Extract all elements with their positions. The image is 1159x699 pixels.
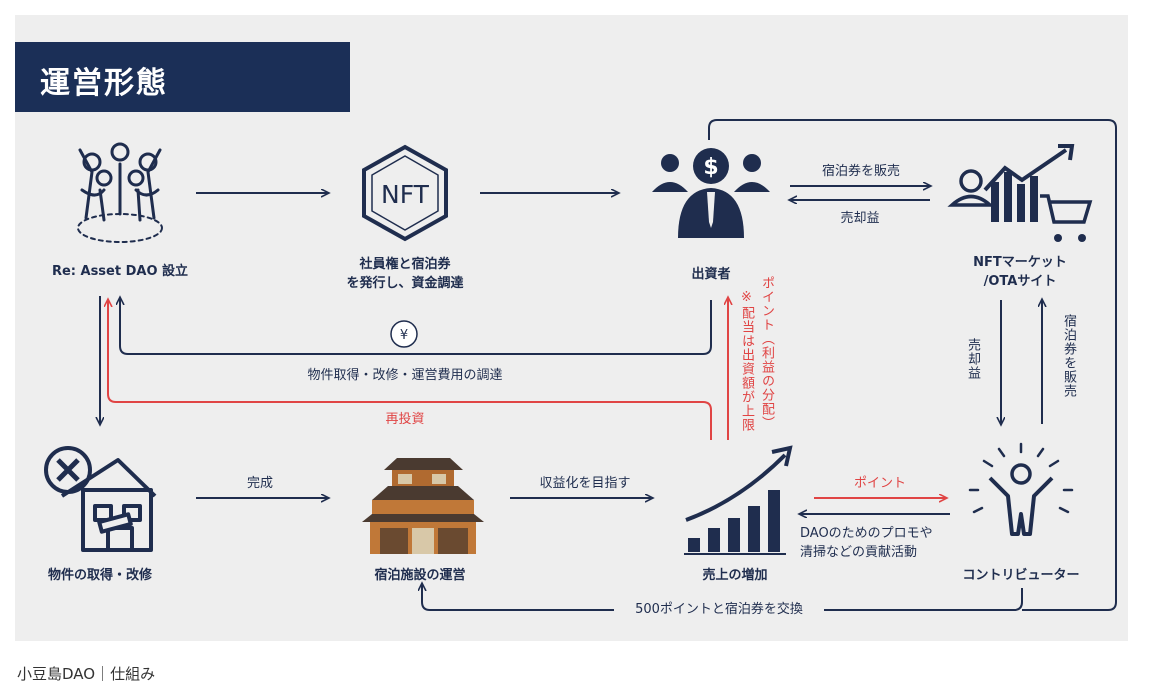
nft-market-icon: [947, 144, 1093, 242]
arrow-reinvest-loop: [108, 300, 712, 440]
edge-points-dividend-label: ポイント（利益の分配）: [759, 276, 774, 430]
japanese-inn-icon: [362, 458, 484, 554]
people-circle-icon: [77, 142, 163, 243]
edge-reinvest-label: 再投資: [385, 412, 425, 427]
nft-badge-text: NFT: [381, 180, 430, 209]
title-bar: [15, 42, 350, 112]
sales-growth-icon: [684, 445, 793, 555]
yen-symbol: ¥: [400, 328, 408, 343]
edge-funding-label: 物件取得・改修・運営費用の調達: [307, 368, 503, 383]
node-property-label: 物件の取得・改修: [47, 568, 152, 583]
page-title: 運営形態: [40, 66, 168, 101]
property-house-icon: [44, 446, 157, 552]
edge-exchange-label: 500ポイントと宿泊券を交換: [614, 600, 824, 619]
edge-dividend-note-label: ※配当は出資額が上限: [739, 290, 754, 432]
edge-aim-profit-label: 収益化を目指す: [539, 476, 631, 491]
node-sales-label: 売上の増加: [702, 568, 768, 583]
dollar-icon: $: [703, 155, 718, 180]
edge-sale-profit-label: 売却益: [840, 211, 880, 226]
arrow-funding-loop: [120, 298, 712, 355]
yen-icon: ¥: [390, 320, 418, 348]
node-dao-label: Re: Asset DAO 設立: [51, 264, 189, 279]
edge-sell-tickets-label: 宿泊券を販売: [821, 164, 900, 179]
node-investor-label: 出資者: [691, 267, 731, 282]
node-facility-label: 宿泊施設の運営: [374, 568, 466, 583]
edge-sale-profit-vertical-label: 売却益: [965, 338, 980, 380]
node-market-label: NFTマーケット /OTAサイト: [973, 255, 1067, 289]
contributor-icon: [968, 442, 1074, 536]
nft-badge-icon: NFT: [362, 144, 448, 242]
node-nft-label: 社員権と宿泊券 を発行し、資金調達: [346, 257, 464, 291]
edge-completed-label: 完成: [246, 476, 273, 491]
investor-icon: $: [652, 148, 770, 238]
figure-caption: 小豆島DAO｜仕組み: [17, 665, 156, 683]
edge-sell-tickets-vertical-label: 宿泊券を販売: [1061, 314, 1076, 398]
edge-points-label: ポイント: [853, 476, 906, 491]
node-contributor-label: コントリビューター: [962, 568, 1080, 583]
edge-contribution-label: DAOのためのプロモや 清掃などの貢献活動: [800, 526, 933, 560]
line-outer-loop: [708, 119, 1117, 611]
